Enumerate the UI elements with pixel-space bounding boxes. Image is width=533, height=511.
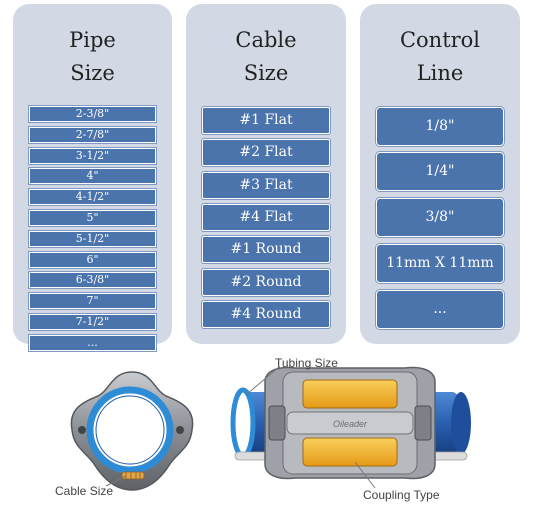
cable-size-option[interactable]: #4 Round: [202, 301, 330, 328]
pipe-size-option[interactable]: 7-1/2": [29, 313, 156, 330]
pipe-size-title: Pipe Size: [69, 28, 116, 85]
clamp-cross-section-illustration: [70, 371, 194, 491]
brand-text: Oileader: [333, 419, 368, 429]
cable-size-option[interactable]: #2 Round: [202, 269, 330, 296]
pipe-size-list: 2-3/8" 2-7/8" 3-1/2" 4" 4-1/2" 5" 5-1/2"…: [29, 106, 156, 356]
control-line-option[interactable]: ...: [376, 290, 504, 329]
cable-size-option[interactable]: #3 Flat: [202, 172, 330, 199]
control-line-option[interactable]: 11mm X 11mm: [376, 244, 504, 283]
pipe-size-option[interactable]: 3-1/2": [29, 147, 156, 164]
pipe-size-option[interactable]: 4-1/2": [29, 189, 156, 206]
control-line-panel: Control Line 1/8" 1/4" 3/8" 11mm X 11mm …: [360, 4, 520, 344]
pipe-size-panel: Pipe Size 2-3/8" 2-7/8" 3-1/2" 4" 4-1/2"…: [13, 4, 172, 351]
pipe-size-option[interactable]: 6": [29, 251, 156, 268]
pipe-size-option[interactable]: 2-7/8": [29, 126, 156, 143]
pipe-size-option[interactable]: 6-3/8": [29, 272, 156, 289]
control-line-option[interactable]: 1/4": [376, 152, 504, 191]
control-line-title: Control Line: [399, 28, 481, 85]
cable-size-option[interactable]: #4 Flat: [202, 204, 330, 231]
coupling-type-label: Coupling Type: [363, 488, 440, 502]
pipe-size-option[interactable]: ...: [29, 334, 156, 351]
cable-size-panel: Cable Size #1 Flat #2 Flat #3 Flat #4 Fl…: [186, 4, 346, 344]
pipe-size-option[interactable]: 7": [29, 293, 156, 310]
cable-size-title: Cable Size: [235, 28, 297, 85]
control-line-option[interactable]: 3/8": [376, 198, 504, 237]
pipe-size-option[interactable]: 4": [29, 168, 156, 185]
cable-size-option[interactable]: #2 Flat: [202, 139, 330, 166]
pipe-size-option[interactable]: 5": [29, 209, 156, 226]
control-line-option[interactable]: 1/8": [376, 107, 504, 146]
pipe-size-option[interactable]: 5-1/2": [29, 230, 156, 247]
tubing-size-label: Tubing Size: [275, 356, 338, 370]
cable-size-option[interactable]: #1 Flat: [202, 107, 330, 134]
cable-size-label: Cable Size: [55, 484, 114, 498]
pipe-size-option[interactable]: 2-3/8": [29, 106, 156, 122]
cable-size-option[interactable]: #1 Round: [202, 236, 330, 263]
coupling-side-illustration: Oileader: [230, 366, 471, 489]
